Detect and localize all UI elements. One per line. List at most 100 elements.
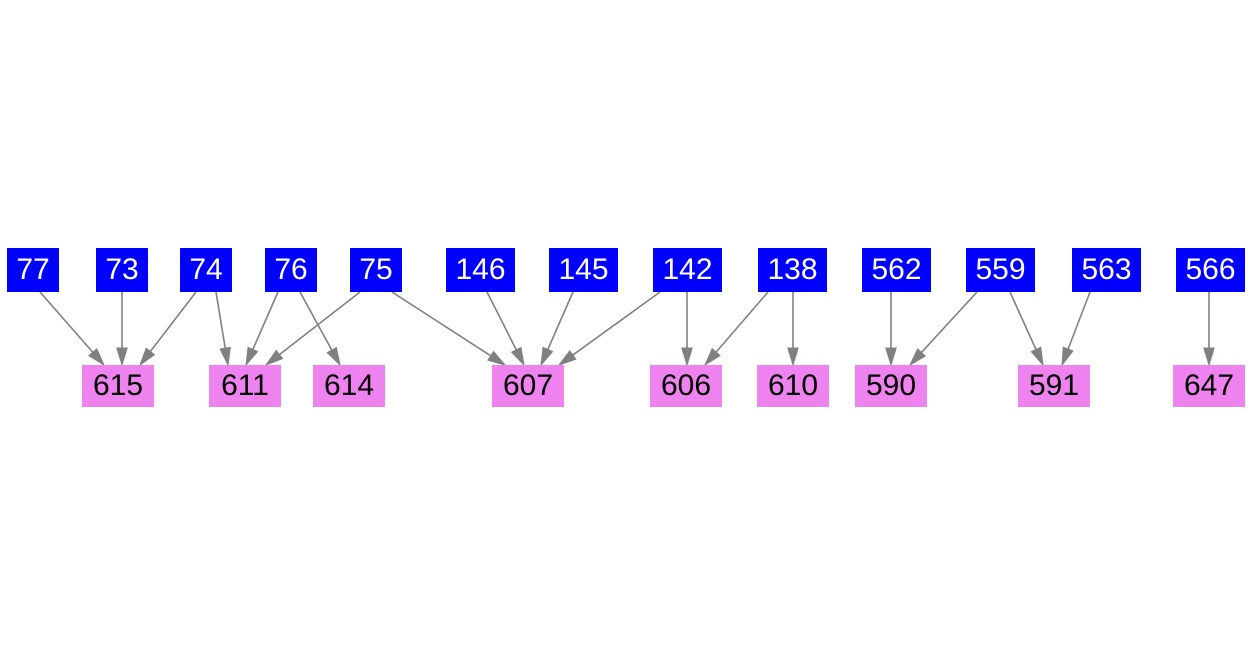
source-node-74[interactable]: 74 [180,248,232,292]
source-node-73[interactable]: 73 [96,248,148,292]
node-box[interactable] [653,248,722,292]
node-box[interactable] [180,248,232,292]
node-layer: 77 73 74 76 75 146 145 142 138 562 559 563 566 615 611… [7,248,1245,407]
arrow-head-icon [219,346,231,367]
target-node-610[interactable]: 610 [757,365,829,407]
node-box[interactable] [650,365,722,407]
node-label: 606 [661,369,711,402]
node-label: 591 [1029,369,1079,402]
node-label: 145 [558,253,608,286]
edge-line [1009,291,1037,350]
node-box[interactable] [446,248,515,292]
source-node-562[interactable]: 562 [862,248,931,292]
source-node-563[interactable]: 563 [1072,248,1141,292]
node-label: 563 [1081,253,1131,286]
edge-line [1067,291,1091,350]
edge-line [572,291,661,356]
node-box[interactable] [96,248,148,292]
node-box[interactable] [966,248,1035,292]
source-node-75[interactable]: 75 [350,248,402,292]
arrow-head-icon [487,350,507,366]
node-box[interactable] [265,248,317,292]
node-box[interactable] [1173,365,1245,407]
target-node-607[interactable]: 607 [492,365,564,407]
node-box[interactable] [549,248,618,292]
arrow-head-icon [264,349,284,367]
edge-line [715,291,769,353]
node-label: 74 [189,253,222,286]
source-node-145[interactable]: 145 [549,248,618,292]
target-node-611[interactable]: 611 [209,365,281,407]
arrow-head-icon [885,347,897,367]
edge-562-to-590 [885,292,897,367]
arrow-head-icon [1030,346,1044,367]
arrow-head-icon [510,346,525,367]
source-node-566[interactable]: 566 [1176,248,1245,292]
target-node-590[interactable]: 590 [855,365,927,407]
edge-line [299,291,333,351]
node-box[interactable] [7,248,59,292]
node-box[interactable] [1176,248,1245,292]
target-node-606[interactable]: 606 [650,365,722,407]
edge-74-to-615 [138,291,197,367]
node-box[interactable] [862,248,931,292]
edge-line [278,291,361,356]
node-label: 607 [503,369,553,402]
edge-layer [39,291,1215,367]
edge-line [252,291,279,350]
edge-563-to-591 [1061,291,1091,367]
edge-138-to-610 [787,292,799,367]
edge-73-to-615 [116,292,128,367]
node-label: 76 [274,253,307,286]
target-node-614[interactable]: 614 [313,365,385,407]
target-node-615[interactable]: 615 [82,365,154,407]
edge-559-to-590 [908,291,978,367]
node-label: 611 [221,369,269,402]
node-label: 559 [975,253,1025,286]
target-node-591[interactable]: 591 [1018,365,1090,407]
edge-line [391,291,492,357]
node-box[interactable] [1018,365,1090,407]
edge-75-to-607 [391,291,507,366]
node-label: 562 [871,253,921,286]
target-node-647[interactable]: 647 [1173,365,1245,407]
node-box[interactable] [350,248,402,292]
edge-138-to-606 [703,291,769,367]
arrow-head-icon [326,346,341,367]
edge-line [149,291,197,352]
node-box[interactable] [855,365,927,407]
edge-142-to-607 [557,291,661,367]
node-box[interactable] [492,365,564,407]
node-box[interactable] [313,365,385,407]
node-label: 75 [359,253,392,286]
arrow-head-icon [557,349,577,367]
node-label: 73 [105,253,138,286]
node-label: 566 [1185,253,1235,286]
edge-142-to-606 [681,292,693,367]
edge-76-to-611 [245,291,279,367]
edge-77-to-615 [39,291,106,367]
edge-145-to-607 [540,291,574,367]
node-label: 614 [324,369,374,402]
source-node-138[interactable]: 138 [758,248,827,292]
source-node-77[interactable]: 77 [7,248,59,292]
arrow-head-icon [908,348,927,367]
node-label: 138 [767,253,817,286]
source-node-559[interactable]: 559 [966,248,1035,292]
node-box[interactable] [82,365,154,407]
arrow-head-icon [88,347,106,367]
node-box[interactable] [1072,248,1141,292]
node-label: 146 [455,253,505,286]
edge-75-to-611 [264,291,361,367]
node-box[interactable] [758,248,827,292]
node-box[interactable] [209,365,281,407]
source-node-76[interactable]: 76 [265,248,317,292]
arrow-head-icon [787,347,799,367]
source-node-142[interactable]: 142 [653,248,722,292]
node-box[interactable] [757,365,829,407]
source-node-146[interactable]: 146 [446,248,515,292]
edge-line [39,291,94,353]
edge-line [215,291,227,349]
arrow-head-icon [681,347,693,367]
